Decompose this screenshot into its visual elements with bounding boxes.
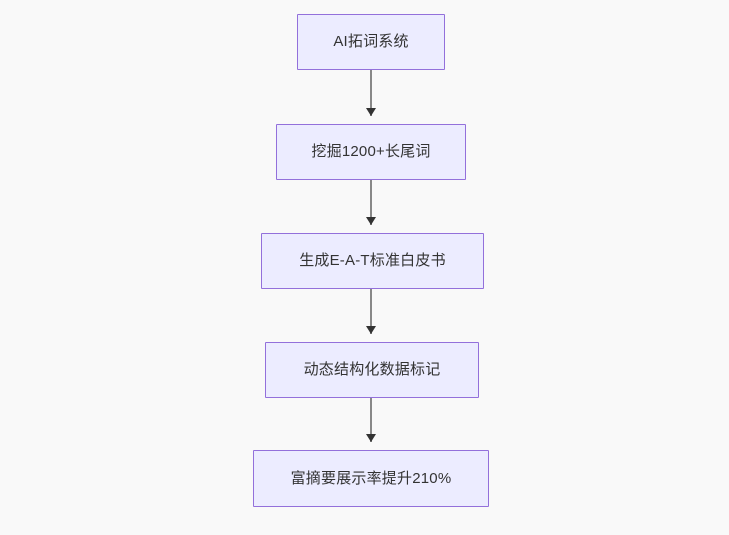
flowchart-node-n5[interactable]: 富摘要展示率提升210% xyxy=(253,450,489,507)
arrowhead-n1-n2 xyxy=(366,108,376,116)
edge-n4-n5 xyxy=(370,398,372,442)
flowchart-node-label: 挖掘1200+长尾词 xyxy=(311,143,431,160)
flowchart-node-label: AI拓词系统 xyxy=(333,33,409,50)
flowchart-node-label: 动态结构化数据标记 xyxy=(303,361,441,378)
flowchart-node-n4[interactable]: 动态结构化数据标记 xyxy=(265,342,479,398)
flowchart-node-label: 生成E-A-T标准白皮书 xyxy=(299,252,446,269)
arrowhead-n2-n3 xyxy=(366,217,376,225)
edge-n3-n4 xyxy=(370,289,372,334)
edge-n1-n2 xyxy=(370,70,372,116)
flowchart-node-n2[interactable]: 挖掘1200+长尾词 xyxy=(276,124,466,180)
edge-n2-n3 xyxy=(370,180,372,225)
flowchart-node-n3[interactable]: 生成E-A-T标准白皮书 xyxy=(261,233,484,289)
flowchart-node-label: 富摘要展示率提升210% xyxy=(290,469,452,487)
arrowhead-n3-n4 xyxy=(366,326,376,334)
arrowhead-n4-n5 xyxy=(366,434,376,442)
flowchart-node-n1[interactable]: AI拓词系统 xyxy=(297,14,445,70)
